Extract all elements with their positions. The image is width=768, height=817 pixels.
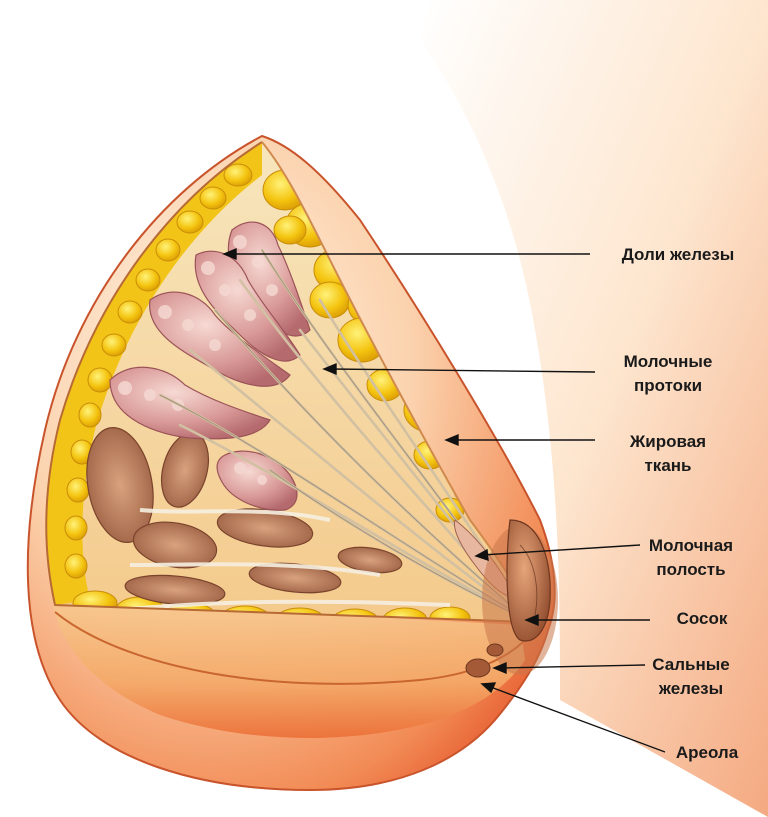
label-areola: Ареола	[675, 743, 739, 762]
label-fat: Жировая ткань	[629, 432, 707, 475]
label-nipple: Сосок	[676, 609, 728, 628]
chest-skin	[420, 0, 768, 817]
label-ducts: Молочные протоки	[623, 352, 713, 395]
label-lobes: Доли железы	[621, 245, 735, 264]
pectoral-muscle	[86, 427, 403, 606]
nipple	[506, 519, 551, 642]
label-glands: Сальные железы	[652, 655, 730, 698]
label-sinus: Молочная полость	[648, 536, 734, 579]
lower-skin-section	[52, 600, 525, 738]
sebaceous-glands	[465, 643, 504, 678]
pointer-arrows	[222, 247, 666, 753]
